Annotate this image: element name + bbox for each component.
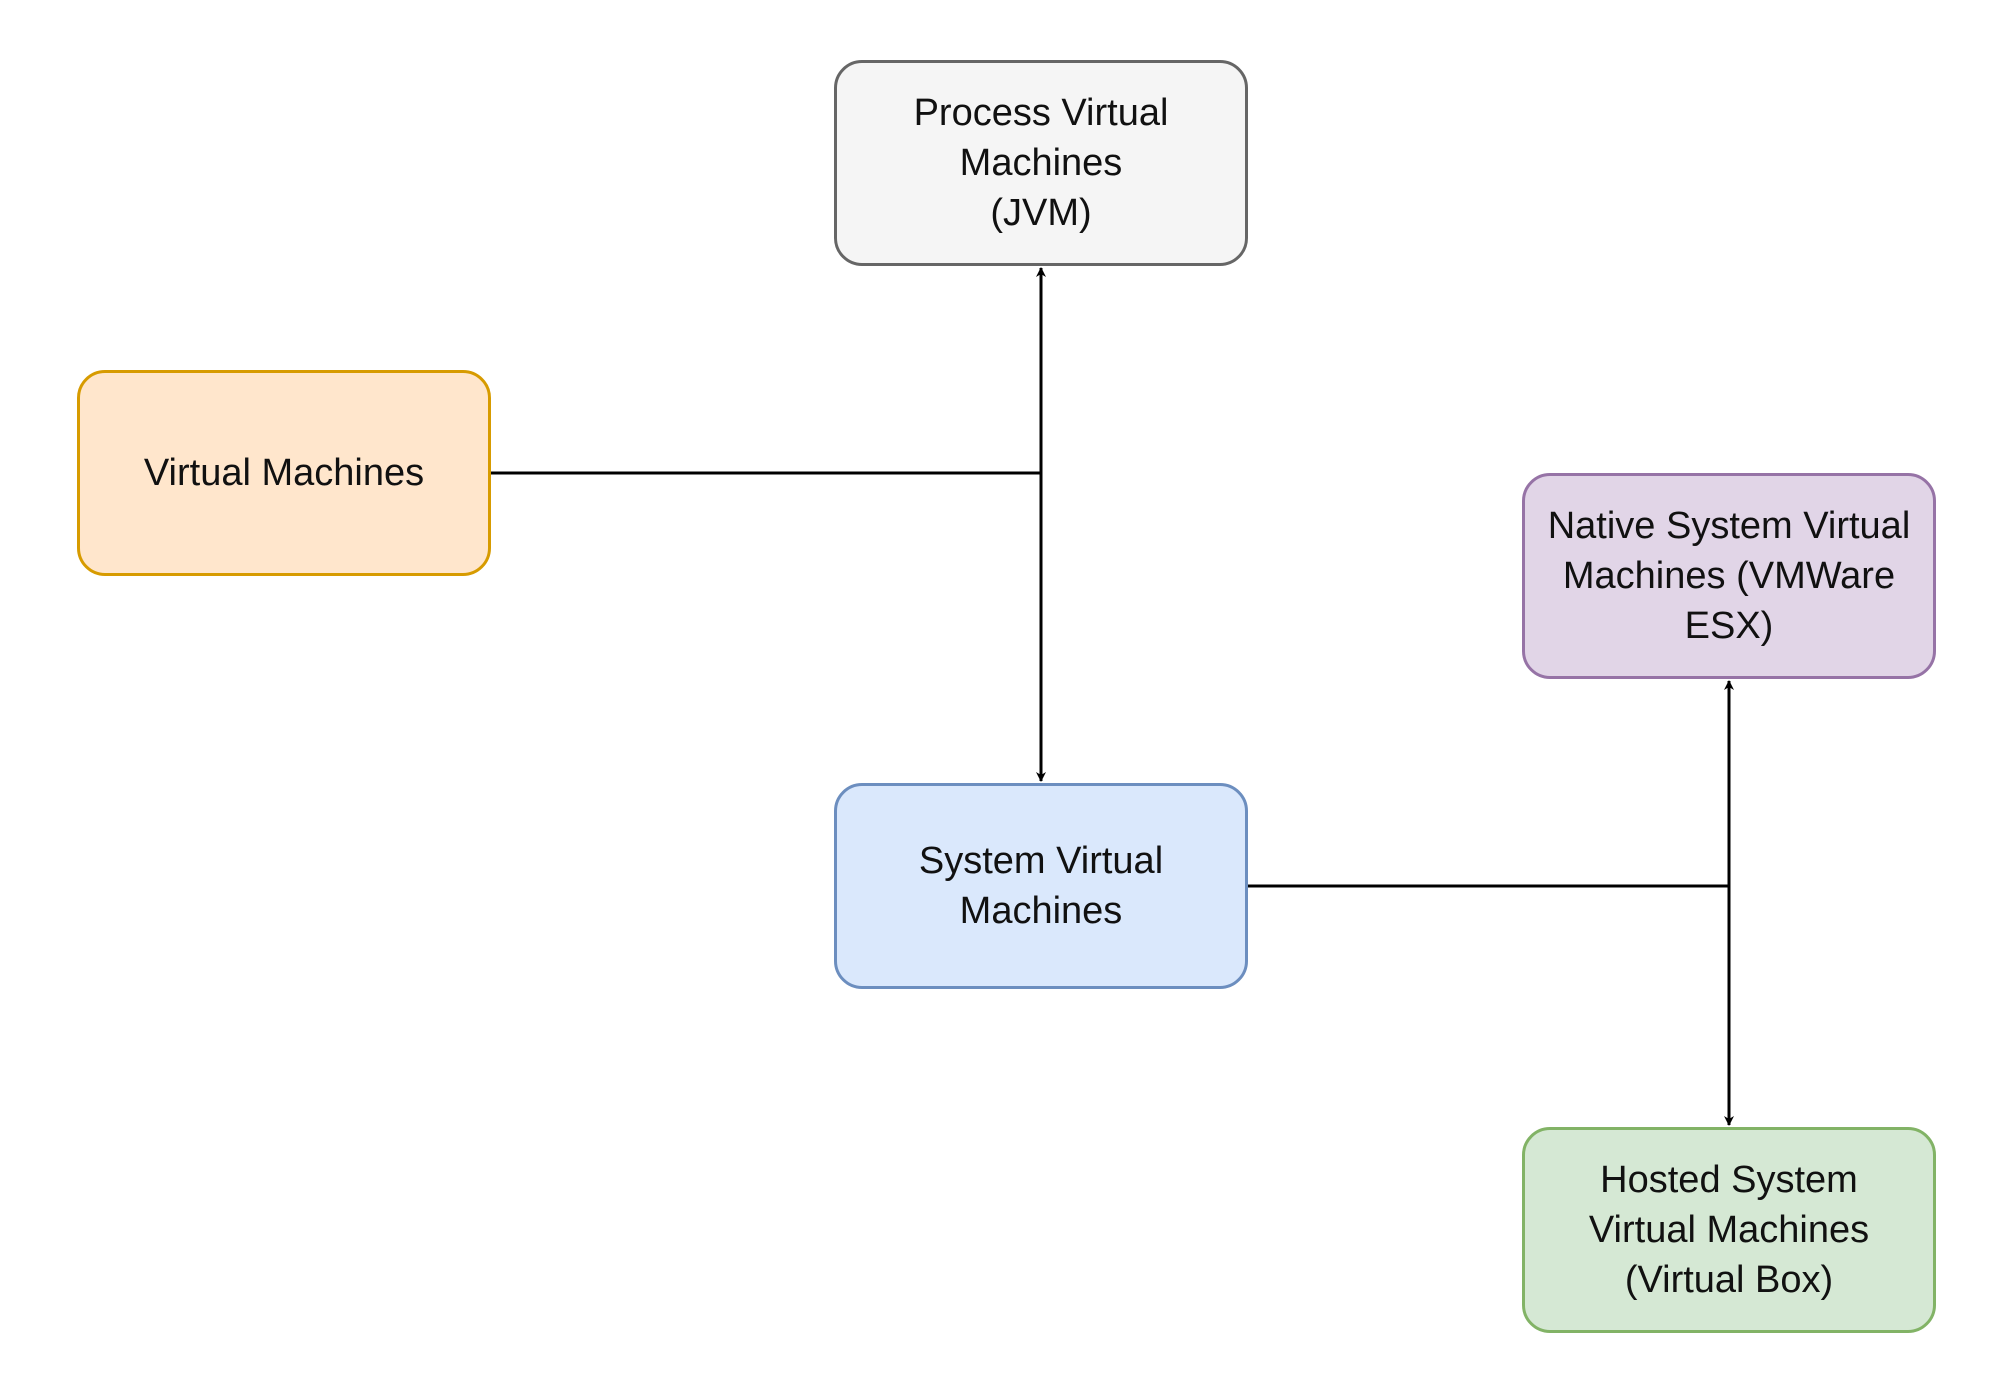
node-native-system-virtual-machines-label: Native System Virtual Machines (VMWare E… [1547, 505, 1911, 647]
node-native-system-virtual-machines[interactable]: Native System Virtual Machines (VMWare E… [1522, 473, 1936, 679]
node-system-virtual-machines[interactable]: System Virtual Machines [834, 783, 1248, 989]
node-virtual-machines[interactable]: Virtual Machines [77, 370, 491, 576]
node-system-virtual-machines-label: System Virtual Machines [918, 840, 1164, 932]
node-hosted-system-virtual-machines[interactable]: Hosted System Virtual Machines (Virtual … [1522, 1127, 1936, 1333]
node-process-virtual-machines[interactable]: Process Virtual Machines (JVM) [834, 60, 1248, 266]
node-virtual-machines-label: Virtual Machines [143, 452, 425, 494]
node-process-virtual-machines-label: Process Virtual Machines (JVM) [913, 92, 1169, 234]
node-hosted-system-virtual-machines-label: Hosted System Virtual Machines (Virtual … [1588, 1159, 1870, 1301]
